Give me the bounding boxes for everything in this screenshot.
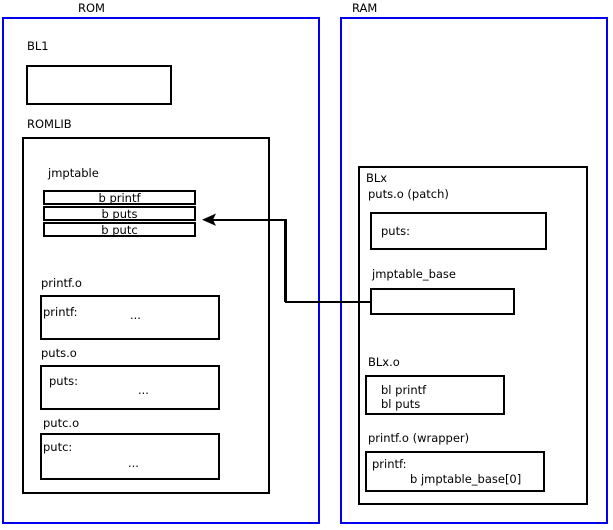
puts-patch-box: puts: [370, 212, 547, 250]
jmptable-label: jmptable [48, 166, 99, 180]
printf-o-box: printf: ... [40, 295, 220, 340]
puts-o-symbol: puts: [49, 374, 78, 388]
jmptable-base-box [370, 288, 515, 315]
jmptable-entry-puts: b puts [43, 206, 196, 221]
printf-wrapper-box: printf: b jmptable_base[0] [365, 451, 545, 492]
blx-o-line-puts: bl puts [381, 397, 421, 411]
ram-region [340, 17, 608, 524]
romlib-label: ROMLIB [27, 117, 72, 131]
puts-o-label: puts.o [41, 346, 77, 360]
jmptable-entry-putc: b putc [43, 222, 196, 237]
printf-o-body: ... [130, 308, 141, 322]
rom-region-title: ROM [78, 1, 105, 15]
blx-o-line-printf: bl printf [381, 383, 427, 397]
jmptable-entry-printf: b printf [43, 190, 196, 205]
connector-segment-lower-horizontal [285, 300, 371, 303]
printf-wrapper-symbol: printf: [372, 457, 407, 471]
puts-patch-symbol: puts: [381, 224, 410, 238]
putc-o-symbol: putc: [43, 440, 73, 454]
putc-o-body: ... [128, 456, 139, 470]
puts-o-box: puts: ... [40, 365, 220, 410]
printf-wrapper-label: printf.o (wrapper) [368, 431, 470, 445]
bl1-box [26, 65, 172, 105]
printf-o-symbol: printf: [43, 305, 78, 319]
connector-arrowhead-icon [202, 213, 216, 226]
printf-wrapper-instruction: b jmptable_base[0] [410, 472, 522, 486]
puts-o-body: ... [138, 383, 149, 397]
bl1-label: BL1 [27, 39, 49, 53]
jmptable-base-label: jmptable_base [372, 267, 456, 281]
rom-region [2, 17, 320, 524]
connector-segment-vertical [284, 219, 287, 302]
puts-patch-label: puts.o (patch) [368, 187, 449, 201]
blx-label: BLx [366, 171, 388, 185]
connector-segment-upper-horizontal [212, 218, 286, 221]
putc-o-box: putc: ... [40, 433, 220, 480]
ram-region-title: RAM [352, 1, 378, 15]
printf-o-label: printf.o [41, 276, 82, 290]
putc-o-label: putc.o [43, 416, 80, 430]
blx-o-label: BLx.o [368, 355, 400, 369]
blx-o-box: bl printf bl puts [365, 375, 505, 415]
